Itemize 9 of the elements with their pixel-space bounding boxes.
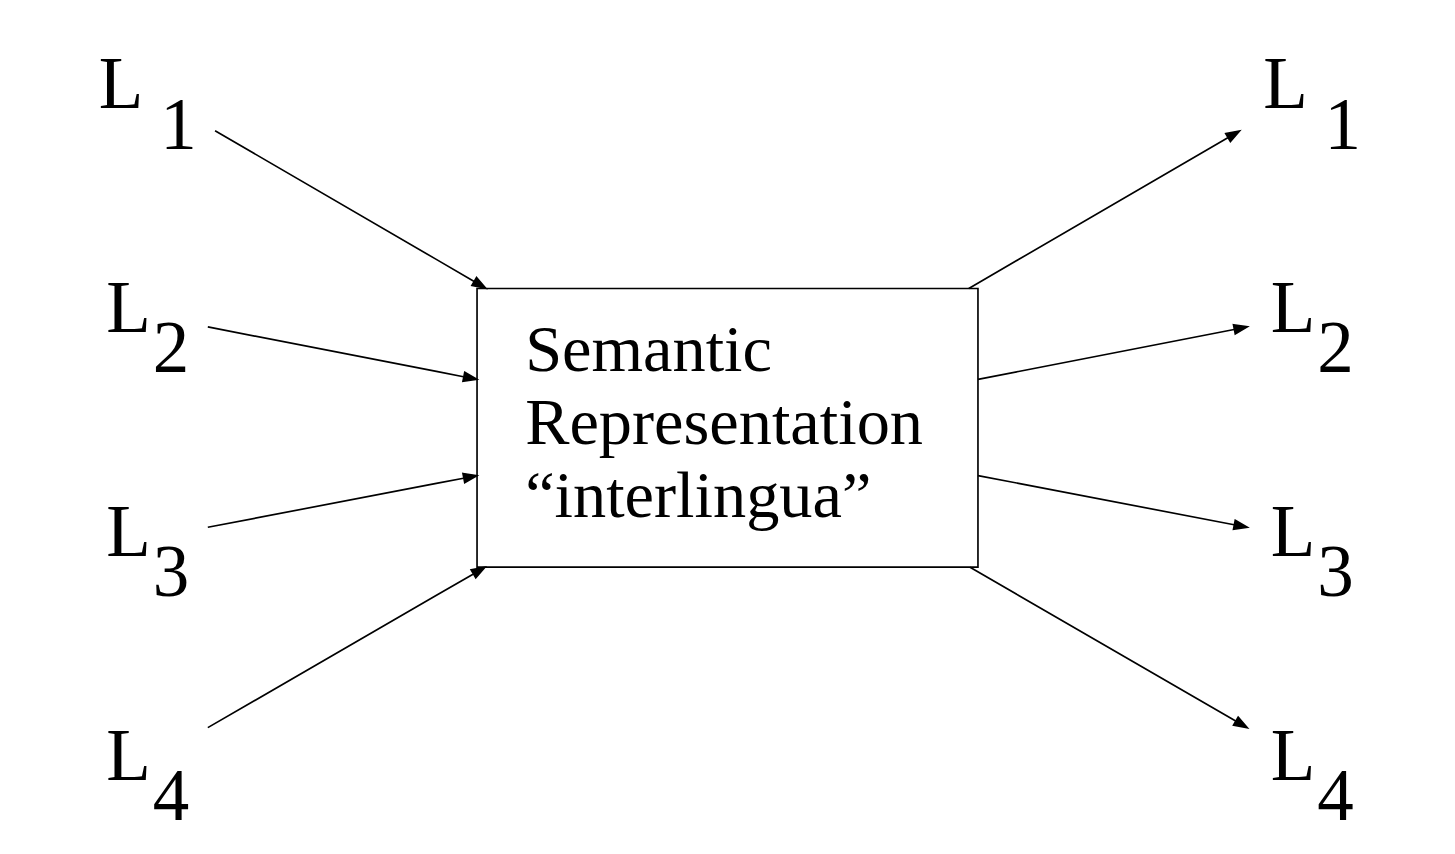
arrow [977,323,1250,381]
arrow [969,566,1250,729]
arrow [207,566,488,729]
arrow [214,129,488,290]
arrow [207,326,480,383]
arrow [207,472,480,529]
arrow [977,474,1250,531]
node-box: Semantic Representation “interlingua” [476,287,979,568]
arrow [967,129,1242,290]
